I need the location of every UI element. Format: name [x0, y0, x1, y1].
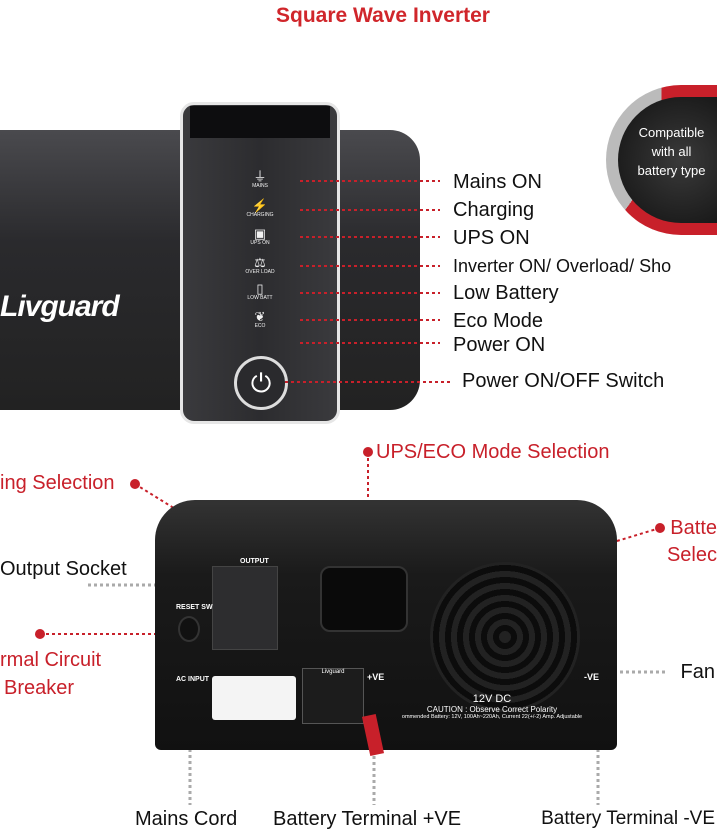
- callout-output-socket: Output Socket: [0, 558, 127, 580]
- negative-terminal-label: -VE: [584, 672, 600, 682]
- callout-ups-eco-mode: UPS/ECO Mode Selection: [376, 441, 610, 463]
- callout-ups-on: UPS ON: [453, 227, 530, 249]
- callout-inverter-on: Inverter ON/ Overload/ Sho: [453, 256, 672, 276]
- badge-line: Compatible: [638, 125, 705, 140]
- callout-charging: Charging: [453, 199, 535, 221]
- output-label: OUTPUT: [240, 558, 269, 565]
- rating-plate: Livguard: [302, 668, 364, 724]
- compatibility-badge: Compatible with all battery type: [618, 97, 717, 223]
- callout-battery-negative: Battery Terminal -VE: [541, 808, 715, 829]
- callout-mains-cord: Mains Cord: [135, 808, 238, 830]
- output-socket: [212, 566, 278, 650]
- cooling-fan: [430, 562, 580, 712]
- indicator-label: MAINS: [252, 183, 268, 189]
- brand-logo: Livguard: [0, 290, 120, 323]
- ups-battery-icon: ▣UPS ON: [240, 227, 280, 246]
- mains-plug-icon: ⏚MAINS: [240, 170, 280, 189]
- rating-brand: Livguard: [321, 669, 345, 675]
- overload-icon: ⚖OVER LOAD: [240, 256, 280, 275]
- eco-leaf-icon: ❦ECO: [240, 310, 280, 329]
- low-battery-icon: ▯LOW BATT: [240, 282, 280, 301]
- panel-top-slot: [190, 106, 330, 138]
- callout-battery-selection-2: Selec: [666, 544, 717, 566]
- barcode-sticker: [212, 676, 296, 720]
- ac-input-label: AC INPUT: [176, 676, 210, 683]
- callout-thermal-breaker: rmal Circuit: [0, 649, 102, 671]
- badge-line: with all: [651, 144, 692, 159]
- indicator-label: CHARGING: [246, 212, 274, 218]
- recommended-battery-text: ommended Battery: 12V, 100Ah~220Ah, Curr…: [401, 714, 583, 720]
- dc-rating: 12V DC: [472, 693, 512, 705]
- dc-rating-block: 12V DC CAUTION : Observe Correct Polarit…: [392, 693, 592, 720]
- callout-battery-positive: Battery Terminal +VE: [273, 808, 462, 830]
- indicator-label: UPS ON: [250, 240, 270, 246]
- mode-selector-switch[interactable]: [320, 566, 408, 632]
- callout-charging-selection: ing Selection: [0, 472, 115, 494]
- callout-power-switch: Power ON/OFF Switch: [462, 370, 665, 392]
- callout-eco-mode: Eco Mode: [453, 310, 544, 332]
- callout-thermal-breaker-2: Breaker: [4, 677, 75, 699]
- callout-power-on: Power ON: [453, 334, 546, 356]
- positive-terminal-label: +VE: [367, 672, 385, 682]
- reset-label: RESET SW: [176, 604, 213, 611]
- callout-fan: Fan: [680, 661, 715, 683]
- badge-line: battery type: [637, 163, 706, 178]
- indicator-label: ECO: [254, 323, 266, 329]
- indicator-label: LOW BATT: [247, 295, 273, 301]
- charging-bolt-icon: ⚡CHARGING: [240, 199, 280, 218]
- callout-battery-selection: Batte: [670, 517, 717, 539]
- callout-mains-on: Mains ON: [453, 171, 542, 193]
- page-title: Square Wave Inverter: [276, 4, 490, 27]
- callout-low-battery: Low Battery: [453, 282, 559, 304]
- caution-text: CAUTION : Observe Correct Polarity: [426, 705, 558, 714]
- indicator-label: OVER LOAD: [245, 269, 275, 275]
- reset-switch[interactable]: [178, 616, 200, 642]
